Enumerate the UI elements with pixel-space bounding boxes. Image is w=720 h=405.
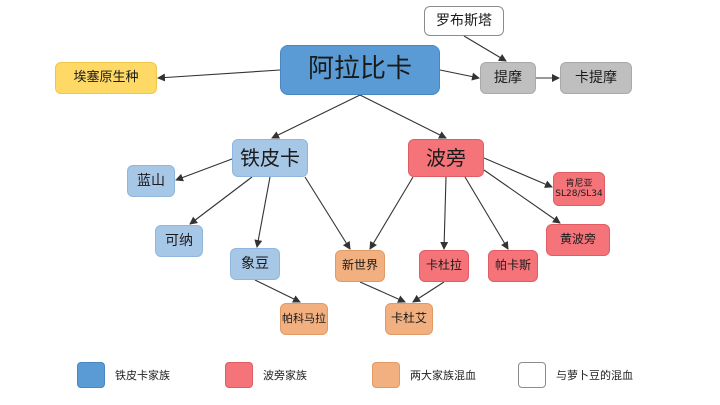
node-pacas: 帕卡斯: [488, 250, 538, 282]
node-caturra: 卡杜拉: [419, 250, 469, 282]
legend-hybrid-families: 两大家族混血: [372, 362, 476, 388]
legend-typica-family: 铁皮卡家族: [77, 362, 170, 388]
node-catimor: 卡提摩: [560, 62, 632, 94]
node-yellow-bourbon: 黄波旁: [546, 224, 610, 256]
edge-mundonovo-catuai: [359, 281, 406, 303]
node-ethiopia-native: 埃塞原生种: [55, 62, 157, 94]
edge-bourbon-kenya: [483, 157, 553, 188]
legend-swatch-white: [518, 362, 546, 388]
node-arabica: 阿拉比卡: [280, 45, 440, 95]
kenya-line-1: 肯尼亚: [565, 178, 593, 189]
node-timor: 提摩: [480, 62, 536, 94]
edge-arabica-ethiopia: [157, 69, 281, 82]
kenya-line-2: SL28/SL34: [555, 189, 603, 199]
node-maragogype: 象豆: [230, 248, 280, 280]
legend-bourbon-family: 波旁家族: [225, 362, 307, 388]
edge-arabica-timor: [439, 69, 480, 81]
edge-robusta-timor: [463, 35, 507, 62]
node-pacamara: 帕科马拉: [280, 303, 328, 335]
edge-bourbon-yellowbourbon: [483, 169, 561, 224]
edge-caturra-catuai: [412, 281, 445, 303]
node-robusta: 罗布斯塔: [424, 6, 504, 36]
edge-typica-mundonovo: [304, 176, 351, 250]
legend-robusta-hybrid: 与萝卜豆的混血: [518, 362, 633, 388]
node-catuai: 卡杜艾: [385, 303, 433, 335]
legend-label-robusta: 与萝卜豆的混血: [556, 369, 633, 382]
legend-label-hybrid: 两大家族混血: [410, 369, 476, 382]
edge-typica-maragogype: [254, 176, 271, 248]
edge-maragogype-pacamara: [254, 279, 301, 303]
legend-swatch-blue: [77, 362, 105, 388]
node-kenya-sl: 肯尼亚 SL28/SL34: [553, 172, 605, 206]
legend-label-typica: 铁皮卡家族: [115, 369, 170, 382]
edge-typica-bluemountain: [175, 155, 241, 182]
node-kona: 可纳: [155, 225, 203, 257]
legend-swatch-orange: [372, 362, 400, 388]
node-blue-mountain: 蓝山: [127, 165, 175, 197]
legend-swatch-red: [225, 362, 253, 388]
legend-label-bourbon: 波旁家族: [263, 369, 307, 382]
edge-bourbon-mundonovo: [369, 176, 414, 250]
node-typica: 铁皮卡: [232, 139, 308, 177]
edge-arabica-typica: [271, 94, 361, 139]
edge-bourbon-caturra: [440, 176, 449, 250]
edge-typica-kona: [189, 176, 253, 225]
node-bourbon: 波旁: [408, 139, 484, 177]
edge-arabica-bourbon: [359, 94, 447, 139]
edge-bourbon-pacas: [464, 176, 509, 250]
node-mundo-novo: 新世界: [335, 250, 385, 282]
